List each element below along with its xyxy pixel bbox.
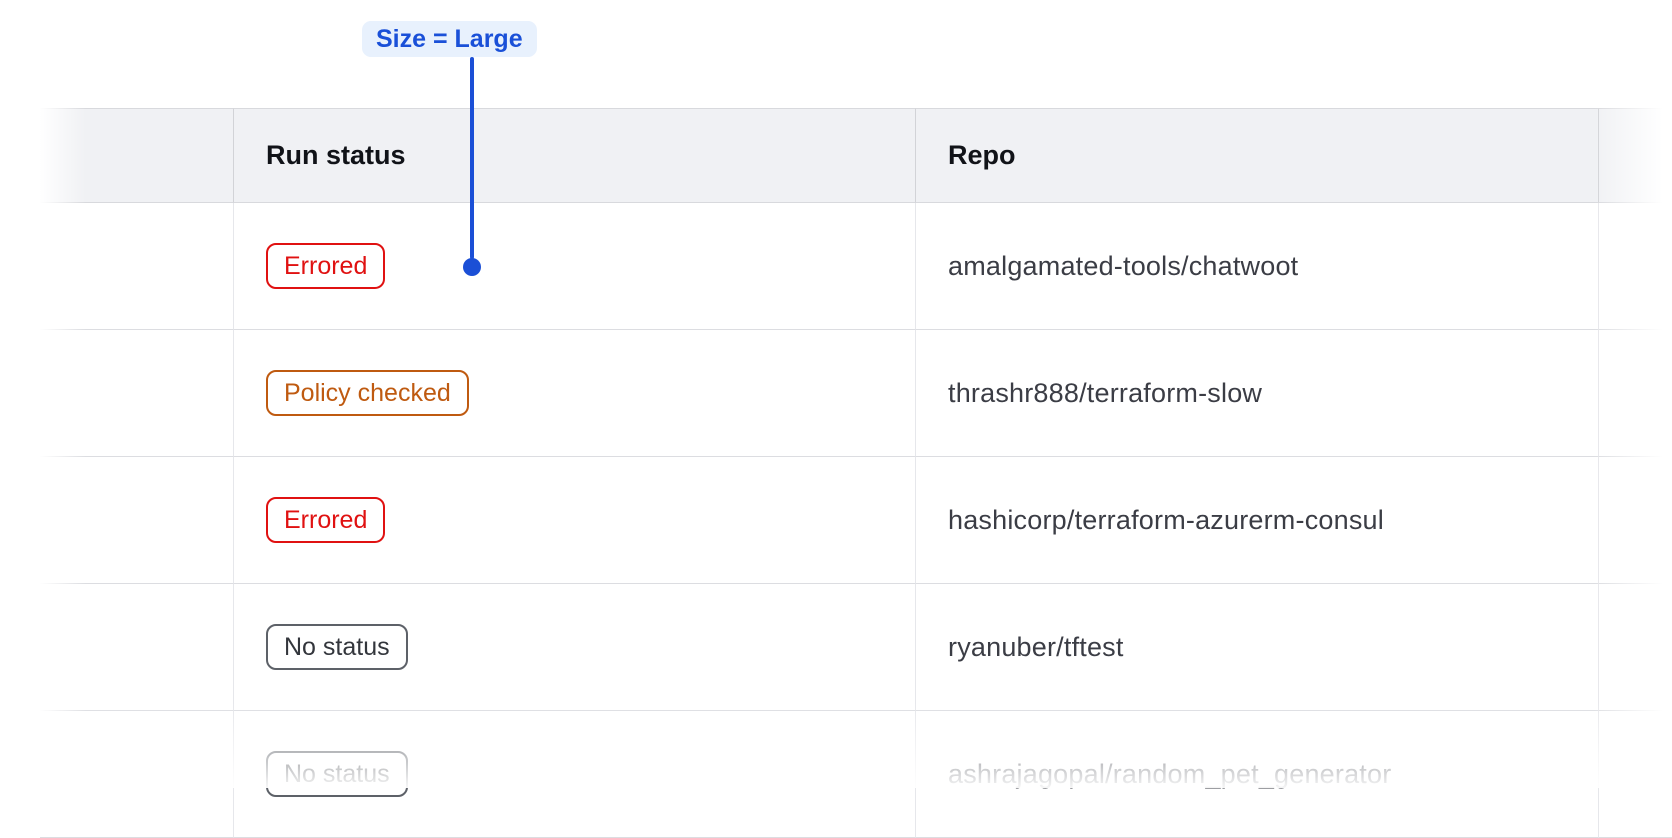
table-row-cell-leading[interactable] xyxy=(40,584,233,711)
run-status-cell[interactable]: No status xyxy=(233,711,915,838)
table-row-cell-trailing xyxy=(1598,203,1672,330)
repo-name: amalgamated-tools/chatwoot xyxy=(948,250,1299,281)
header-cell-leading xyxy=(40,108,233,203)
table-row-cell-leading[interactable] xyxy=(40,711,233,838)
status-badge: Errored xyxy=(266,497,386,543)
status-badge: Errored xyxy=(266,243,386,289)
table-row-cell-trailing xyxy=(1598,330,1672,457)
run-status-cell[interactable]: Errored xyxy=(233,457,915,584)
run-status-cell[interactable]: Errored xyxy=(233,203,915,330)
repo-cell[interactable]: amalgamated-tools/chatwoot xyxy=(915,203,1598,330)
size-callout-dot xyxy=(463,258,481,276)
table-row-cell-leading[interactable] xyxy=(40,203,233,330)
table-row-cell-trailing xyxy=(1598,711,1672,838)
repo-cell[interactable]: ashrajagopal/random_pet_generator xyxy=(915,711,1598,838)
header-cell-trailing xyxy=(1598,108,1672,203)
run-status-cell[interactable]: No status xyxy=(233,584,915,711)
table-row-cell-leading[interactable] xyxy=(40,330,233,457)
repo-cell[interactable]: thrashr888/terraform-slow xyxy=(915,330,1598,457)
repo-name: ashrajagopal/random_pet_generator xyxy=(948,758,1392,789)
table-row-cell-trailing xyxy=(1598,584,1672,711)
repo-name: hashicorp/terraform-azurerm-consul xyxy=(948,504,1384,535)
repo-cell[interactable]: hashicorp/terraform-azurerm-consul xyxy=(915,457,1598,584)
status-badge: Policy checked xyxy=(266,370,469,416)
table-row-cell-trailing xyxy=(1598,457,1672,584)
runs-table: Run status Repo Errored amalgamated-tool… xyxy=(40,108,1672,838)
status-badge: No status xyxy=(266,624,408,670)
repo-cell[interactable]: ryanuber/tftest xyxy=(915,584,1598,711)
repo-name: thrashr888/terraform-slow xyxy=(948,377,1263,408)
repo-name: ryanuber/tftest xyxy=(948,631,1124,662)
table-row-cell-leading[interactable] xyxy=(40,457,233,584)
header-cell-run-status[interactable]: Run status xyxy=(233,108,915,203)
run-status-cell[interactable]: Policy checked xyxy=(233,330,915,457)
size-callout-tag: Size = Large xyxy=(362,21,537,57)
header-cell-repo[interactable]: Repo xyxy=(915,108,1598,203)
size-callout-line xyxy=(470,57,474,259)
status-badge: No status xyxy=(266,751,408,797)
